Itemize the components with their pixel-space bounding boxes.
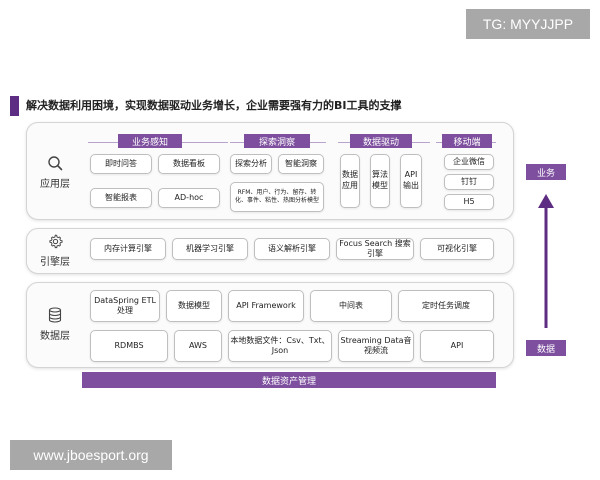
database-icon — [48, 306, 62, 323]
app-item-h5: H5 — [444, 194, 494, 210]
title-accent-bar — [10, 96, 19, 116]
data-item-local-files: 本地数据文件：Csv、Txt、Json — [228, 330, 332, 362]
search-icon — [48, 155, 63, 170]
engine-item-focus-search: Focus Search 搜索引擎 — [336, 238, 414, 260]
data-item-api: API — [420, 330, 494, 362]
data-item-data-model: 数据模型 — [166, 290, 222, 322]
app-item-smart-report: 智能报表 — [90, 188, 152, 208]
engine-layer-name: 引擎层 — [40, 257, 70, 268]
app-item-dashboard: 数据看板 — [158, 154, 220, 174]
engine-item-semantic: 语义解析引擎 — [254, 238, 330, 260]
category-header-explore: 探索洞察 — [244, 134, 310, 148]
app-item-dingtalk: 钉钉 — [444, 174, 494, 190]
data-layer-name: 数据层 — [40, 330, 70, 342]
app-item-explore-analysis: 探索分析 — [230, 154, 272, 174]
data-item-middle-table: 中间表 — [310, 290, 392, 322]
side-tag-data: 数据 — [526, 340, 566, 356]
data-item-aws: AWS — [174, 330, 222, 362]
data-item-rdmbs: RDMBS — [90, 330, 168, 362]
app-item-data-application: 数据应用 — [340, 154, 360, 208]
page-title: 解决数据利用困境，实现数据驱动业务增长，企业需要强有力的BI工具的支撑 — [26, 99, 402, 112]
watermark-bottom: www.jboesport.org — [10, 440, 172, 470]
data-layer-label: 数据层 — [30, 302, 80, 346]
category-header-data-driven: 数据驱动 — [350, 134, 412, 148]
engine-item-memory: 内存计算引擎 — [90, 238, 166, 260]
engine-layer-label: 引擎层 — [30, 232, 80, 270]
engine-item-ml: 机器学习引擎 — [172, 238, 248, 260]
app-item-algorithm-model: 算法模型 — [370, 154, 390, 208]
gear-icon — [48, 234, 63, 249]
up-arrow-icon — [538, 194, 554, 328]
app-item-adhoc: AD-hoc — [158, 188, 220, 208]
app-item-wecom: 企业微信 — [444, 154, 494, 170]
data-asset-management-bar: 数据资产管理 — [82, 372, 496, 388]
app-item-analysis-models: RFM、用户、行为、留存、转化、事件、粘性、热图分析模型 — [230, 182, 324, 212]
side-tag-business: 业务 — [526, 164, 566, 180]
data-item-api-framework: API Framework — [228, 290, 304, 322]
app-item-smart-insight: 智能洞察 — [278, 154, 324, 174]
data-item-scheduler: 定时任务调度 — [398, 290, 494, 322]
application-layer-label: 应用层 — [30, 150, 80, 194]
engine-item-visualization: 可视化引擎 — [420, 238, 494, 260]
data-item-dataspring-etl: DataSpring ETL处理 — [90, 290, 160, 322]
watermark-top: TG: MYYJJPP — [466, 9, 590, 39]
data-item-streaming: Streaming Data音视频流 — [338, 330, 414, 362]
app-item-api-output: API输出 — [400, 154, 422, 208]
category-header-business: 业务感知 — [118, 134, 182, 148]
app-item-instant-qa: 即时问答 — [90, 154, 152, 174]
category-header-mobile: 移动端 — [442, 134, 492, 148]
application-layer-name: 应用层 — [40, 178, 70, 190]
